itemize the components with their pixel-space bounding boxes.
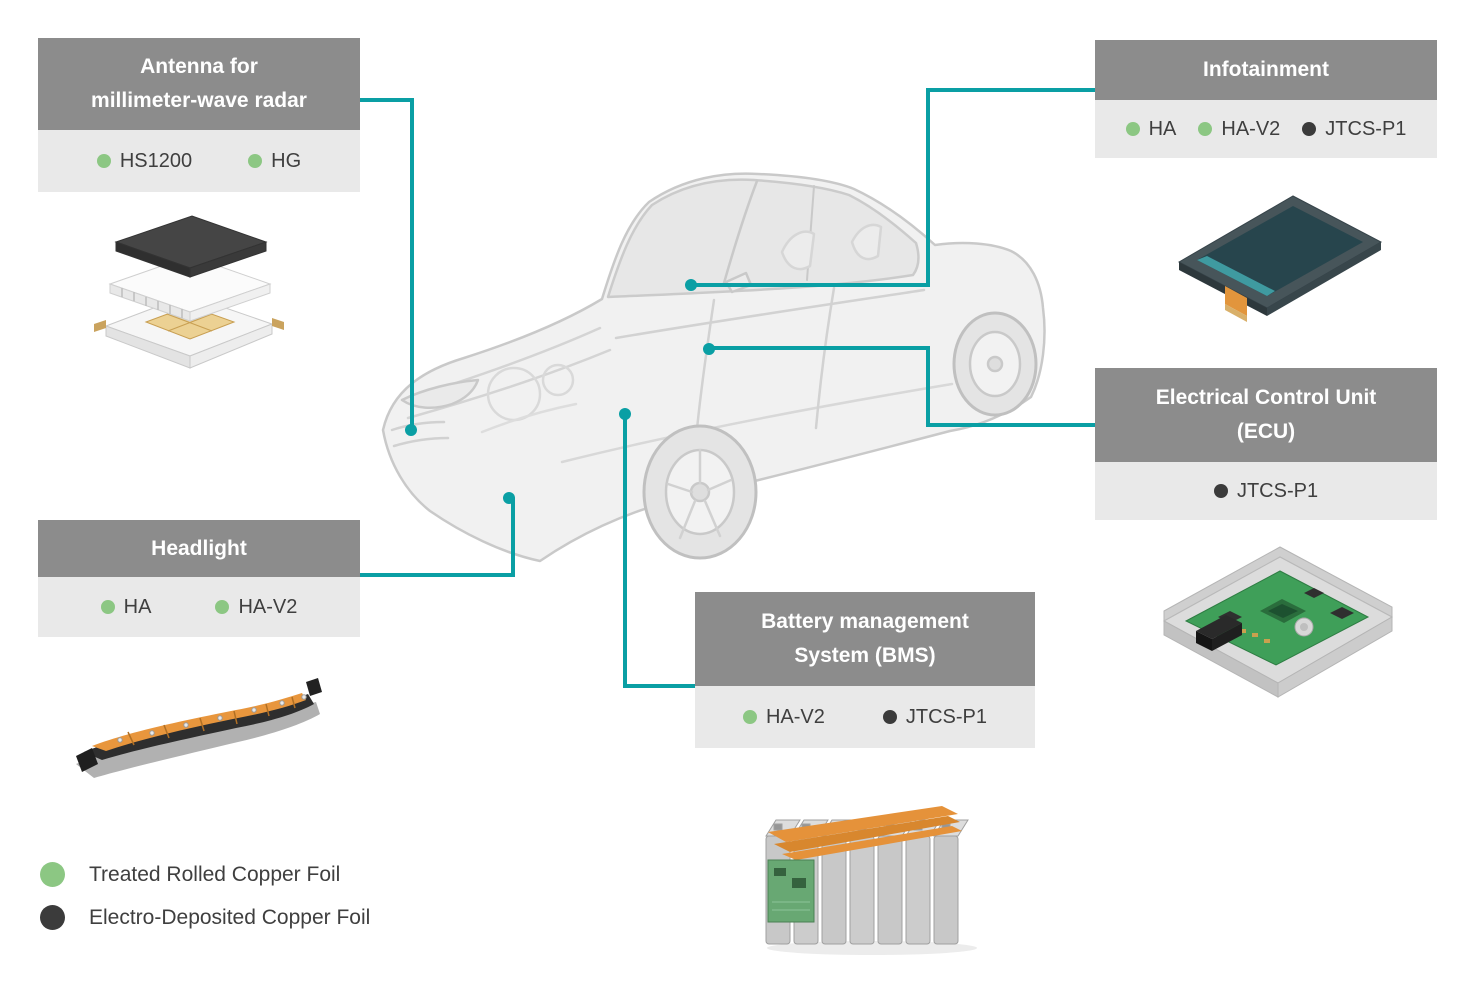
- connector-node: [503, 492, 515, 504]
- treated-rolled-foil-dot-icon: [96, 154, 111, 168]
- product-label: JTCS-P1: [905, 705, 988, 728]
- bms-callout: Battery management System (BMS) HA-V2 JT…: [695, 592, 1035, 748]
- connector-node: [703, 343, 715, 355]
- antenna-module-image: [94, 215, 284, 369]
- ecu-callout-title: Electrical Control Unit (ECU): [1095, 368, 1437, 462]
- product-label: HA: [1148, 117, 1177, 140]
- ecu-products: JTCS-P1: [1095, 462, 1437, 520]
- headlight-title: Headlight: [151, 536, 247, 560]
- connector-node: [405, 424, 417, 436]
- battery-pack-image: [765, 806, 977, 955]
- antenna-callout: Antenna for millimeter-wave radar HS1200…: [38, 38, 360, 192]
- infotainment-title: Infotainment: [1203, 58, 1329, 82]
- connector-line: [692, 283, 930, 287]
- ecu-callout: Electrical Control Unit (ECU) JTCS-P1: [1095, 368, 1437, 520]
- product-label: HA-V2: [238, 595, 298, 618]
- bms-title-line1: Battery management: [761, 610, 969, 634]
- infotainment-display-image: [1177, 195, 1383, 322]
- bms-callout-title: Battery management System (BMS): [695, 592, 1035, 686]
- ecu-title-line2: (ECU): [1236, 420, 1296, 443]
- product-chip-ha: HA: [100, 595, 152, 619]
- treated-rolled-foil-dot-icon: [40, 862, 65, 887]
- product-label: JTCS-P1: [1236, 479, 1319, 502]
- headlight-products: HA HA-V2: [38, 577, 360, 637]
- connector-line: [360, 98, 414, 102]
- product-label: HS1200: [119, 149, 193, 172]
- treated-rolled-foil-dot-icon: [1198, 122, 1213, 136]
- electro-deposited-foil-dot-icon: [1302, 122, 1317, 136]
- treated-rolled-foil-dot-icon: [1125, 122, 1140, 136]
- infotainment-callout-title: Infotainment: [1095, 40, 1437, 100]
- treated-rolled-foil-dot-icon: [100, 600, 115, 614]
- ecu-board-image: [1162, 546, 1394, 698]
- connector-line: [926, 423, 1095, 427]
- legend-label-electro-deposited: Electro-Deposited Copper Foil: [89, 905, 371, 929]
- connector-line: [360, 573, 515, 577]
- connector-line: [511, 498, 515, 577]
- connector-line: [623, 414, 627, 688]
- bms-title-line2: System (BMS): [794, 644, 936, 667]
- treated-rolled-foil-dot-icon: [742, 710, 757, 724]
- product-label: HA-V2: [1221, 117, 1281, 140]
- connector-line: [410, 98, 414, 431]
- connector-node: [619, 408, 631, 420]
- product-chip-hg: HG: [248, 150, 301, 173]
- infotainment-products: HA HA-V2 JTCS-P1: [1095, 100, 1437, 158]
- antenna-products: HS1200 HG: [38, 130, 360, 192]
- headlight-callout: Headlight HA HA-V2: [38, 520, 360, 637]
- product-chip-ha: HA: [1125, 117, 1177, 141]
- car-cutaway-illustration: [381, 172, 1046, 563]
- ecu-title-line1: Electrical Control Unit: [1155, 386, 1377, 410]
- product-chip-ha-v2: HA-V2: [215, 596, 297, 619]
- connector-line: [926, 88, 930, 287]
- product-chip-ha-v2: HA-V2: [742, 705, 825, 729]
- product-label: HA-V2: [765, 705, 825, 728]
- product-chip-jtcs-p1: JTCS-P1: [1302, 118, 1406, 141]
- connector-line: [623, 684, 695, 688]
- connector-line: [926, 346, 930, 427]
- headlight-callout-title: Headlight: [38, 520, 360, 577]
- antenna-callout-title: Antenna for millimeter-wave radar: [38, 38, 360, 130]
- electro-deposited-foil-dot-icon: [1213, 484, 1228, 498]
- antenna-title-line1: Antenna for: [140, 55, 258, 79]
- product-label: JTCS-P1: [1325, 117, 1407, 140]
- legend-electro-deposited: Electro-Deposited Copper Foil: [40, 905, 370, 930]
- product-chip-hs1200: HS1200: [96, 149, 193, 173]
- product-label: HG: [271, 149, 302, 172]
- antenna-title-line2: millimeter-wave radar: [91, 89, 307, 112]
- connector-line: [709, 346, 930, 350]
- product-chip-ha-v2: HA-V2: [1198, 118, 1280, 141]
- electro-deposited-foil-dot-icon: [40, 905, 65, 930]
- product-label: HA: [123, 595, 152, 618]
- electro-deposited-foil-dot-icon: [882, 710, 897, 724]
- legend-label-treated-rolled: Treated Rolled Copper Foil: [89, 862, 341, 886]
- product-chip-jtcs-p1: JTCS-P1: [882, 705, 988, 729]
- product-chip-jtcs-p1: JTCS-P1: [1213, 479, 1319, 503]
- connector-line: [926, 88, 1095, 92]
- treated-rolled-foil-dot-icon: [215, 600, 230, 614]
- bms-products: HA-V2 JTCS-P1: [695, 686, 1035, 748]
- legend-treated-rolled: Treated Rolled Copper Foil: [40, 862, 340, 887]
- headlight-flex-circuit-image: [76, 678, 322, 778]
- connector-node: [685, 279, 697, 291]
- treated-rolled-foil-dot-icon: [248, 154, 263, 168]
- infotainment-callout: Infotainment HA HA-V2 JTCS-P1: [1095, 40, 1437, 158]
